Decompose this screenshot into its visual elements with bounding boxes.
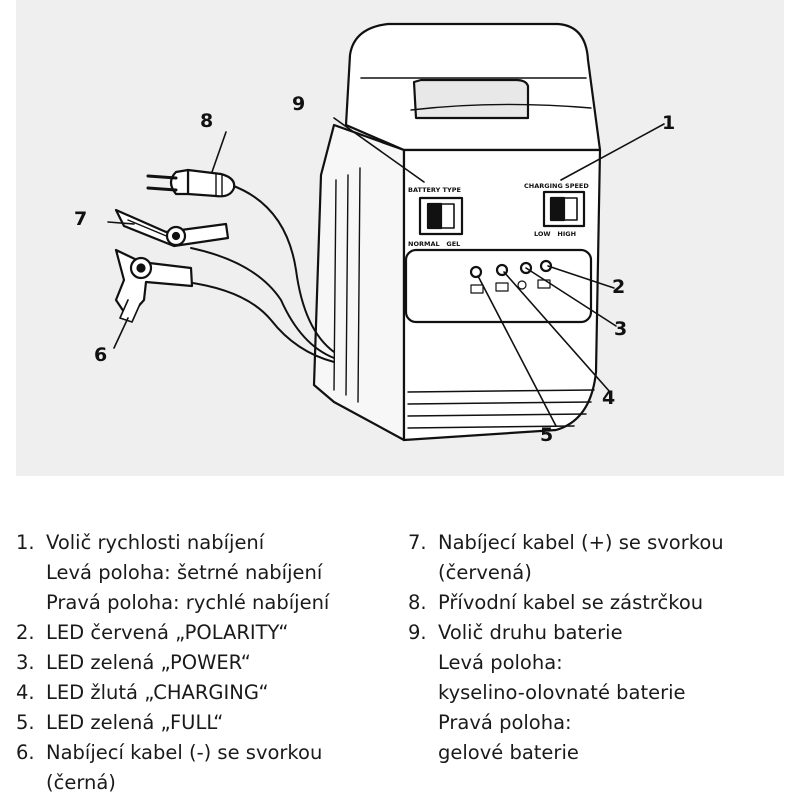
callout-5: 5 [540, 424, 554, 446]
legend-item-1: 1. Volič rychlosti nabíjení Levá poloha:… [16, 528, 396, 618]
legend-line: Pravá poloha: rychlé nabíjení [46, 591, 330, 614]
legend-line: Volič druhu baterie [438, 621, 623, 644]
mains-cable [230, 184, 335, 353]
legend-line: LED červená „POLARITY“ [46, 621, 289, 644]
legend-line: gelové baterie [438, 741, 579, 764]
callout-6: 6 [94, 344, 108, 366]
legend-line: Přívodní kabel se zástrčkou [438, 591, 704, 614]
legend-item-3: 3. LED zelená „POWER“ [16, 648, 396, 678]
legend-line: kyselino-olovnaté baterie [438, 681, 686, 704]
clamp-positive [114, 208, 230, 248]
callout-3: 3 [614, 318, 628, 340]
callout-1: 1 [662, 112, 676, 134]
charging-speed-label: CHARGING SPEED [524, 182, 589, 190]
callout-9: 9 [292, 93, 306, 115]
plug [186, 168, 236, 198]
legend-item-4: 4. LED žlutá „CHARGING“ [16, 678, 396, 708]
led-panel [404, 248, 593, 324]
legend-line: LED zelená „FULL“ [46, 711, 224, 734]
product-illustration: 9 8 1 7 2 3 6 4 5 BATTERY TYPE NORMAL GE… [16, 0, 784, 476]
legend-line: Pravá poloha: [438, 711, 572, 734]
callout-4: 4 [602, 387, 616, 409]
callout-2: 2 [612, 276, 626, 298]
charging-cables [190, 247, 335, 359]
led-polarity [539, 259, 553, 273]
charger-drawing [107, 22, 665, 442]
legend-line: (červená) [438, 561, 532, 584]
legend-line: Levá poloha: šetrné nabíjení [46, 561, 323, 584]
legend-item-8: 8. Přívodní kabel se zástrčkou [408, 588, 788, 618]
charging-speed-options: LOW HIGH [534, 230, 577, 238]
legend-line: Nabíjecí kabel (+) se svorkou [438, 531, 724, 554]
legend-number: 4. [16, 681, 35, 704]
legend-item-9: 9. Volič druhu baterie Levá poloha: kyse… [408, 618, 788, 768]
legend-number: 5. [16, 711, 35, 734]
legend-number: 2. [16, 621, 35, 644]
legend-item-6: 6. Nabíjecí kabel (-) se svorkou (černá) [16, 738, 396, 798]
battery-type-options: NORMAL GEL [408, 240, 461, 248]
legend-line: Levá poloha: [438, 651, 563, 674]
legend-number: 3. [16, 651, 35, 674]
legend-item-7: 7. Nabíjecí kabel (+) se svorkou (červen… [408, 528, 788, 588]
legend-number: 1. [16, 531, 35, 554]
legend-item-2: 2. LED červená „POLARITY“ [16, 618, 396, 648]
legend-line: LED zelená „POWER“ [46, 651, 251, 674]
legend-number: 9. [408, 621, 427, 644]
legend-left-column: 1. Volič rychlosti nabíjení Levá poloha:… [16, 528, 396, 798]
legend-item-5: 5. LED zelená „FULL“ [16, 708, 396, 738]
legend-number: 7. [408, 531, 427, 554]
legend-line: Nabíjecí kabel (-) se svorkou [46, 741, 323, 764]
legend-right-column: 7. Nabíjecí kabel (+) se svorkou (červen… [408, 528, 788, 768]
legend-line: LED žlutá „CHARGING“ [46, 681, 269, 704]
legend-number: 8. [408, 591, 427, 614]
legend-line: (černá) [46, 771, 116, 794]
legend-line: Volič rychlosti nabíjení [46, 531, 265, 554]
legend-number: 6. [16, 741, 35, 764]
callout-8: 8 [200, 110, 214, 132]
callout-7: 7 [74, 208, 88, 230]
led-full [469, 265, 483, 279]
battery-type-label: BATTERY TYPE [408, 186, 461, 194]
